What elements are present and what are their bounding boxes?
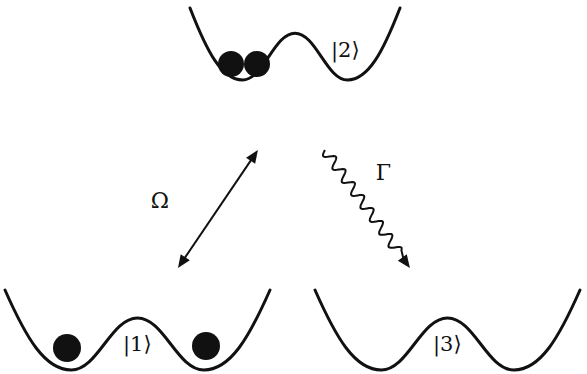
- arrowhead: [246, 150, 258, 164]
- well-drawing: [185, 2, 410, 147]
- atom: [192, 332, 220, 360]
- arrow-line: [184, 159, 252, 259]
- coupling-arrow: [178, 150, 258, 268]
- arrow-line: [323, 150, 404, 259]
- well-potential: [5, 290, 270, 370]
- rate-label: Γ: [374, 160, 393, 186]
- label-anchor: Γ: [374, 160, 393, 186]
- state-label: |3⟩: [433, 332, 462, 357]
- well-potential: [190, 8, 400, 80]
- double-well: |1⟩: [3, 270, 273, 372]
- arrowhead: [178, 254, 190, 268]
- rate-label: Ω: [149, 188, 171, 214]
- arrowhead: [398, 254, 410, 268]
- double-well: |3⟩: [312, 270, 584, 372]
- well-drawing: [312, 270, 584, 372]
- label-anchor: Ω: [149, 188, 171, 214]
- state-label: |2⟩: [331, 38, 360, 63]
- well-drawing: [3, 270, 273, 372]
- atom: [218, 51, 244, 77]
- decay-arrow: [323, 150, 410, 268]
- atom: [244, 51, 270, 77]
- well-potential: [315, 290, 580, 370]
- atom: [53, 334, 81, 362]
- state-label: |1⟩: [123, 332, 152, 357]
- double-well: |2⟩: [185, 2, 410, 147]
